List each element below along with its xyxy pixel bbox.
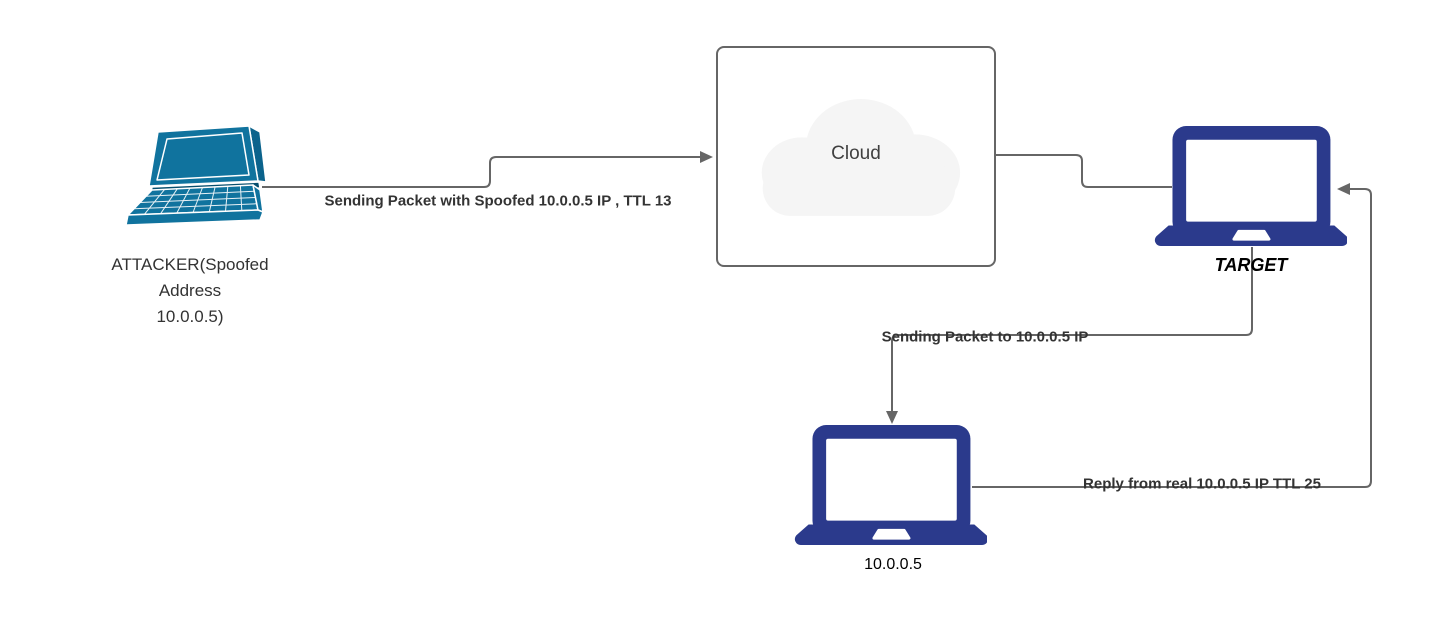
edge-target-to-real-host xyxy=(886,247,1253,424)
attacker-label-line3: 10.0.0.5) xyxy=(156,307,224,326)
edge-cloud-to-target xyxy=(996,154,1172,188)
attacker-label-line1: ATTACKER(Spoofed xyxy=(111,255,269,274)
edge-label-spoofed-packet: Sending Packet with Spoofed 10.0.0.5 IP … xyxy=(324,192,672,210)
real-host-label: 10.0.0.5 xyxy=(864,556,922,573)
real-host-laptop-front-icon xyxy=(792,424,987,546)
cloud-label: Cloud xyxy=(831,143,881,164)
target-laptop-front-icon xyxy=(1152,125,1347,247)
attacker-laptop-perspective-icon xyxy=(125,125,267,226)
edge-real-host-to-target xyxy=(972,183,1372,488)
attacker-label-line2: Address xyxy=(158,281,222,300)
edge-attacker-to-cloud xyxy=(262,151,713,188)
arrowhead-down-icon xyxy=(886,411,898,424)
attacker-label: ATTACKER(Spoofed Address 10.0.0.5) xyxy=(111,252,268,330)
arrowhead-right-icon xyxy=(700,151,713,163)
target-label: TARGET xyxy=(1214,255,1288,275)
edge-label-reply: Reply from real 10.0.0.5 IP TTL 25 xyxy=(1083,475,1321,493)
edge-label-sending-to-real: Sending Packet to 10.0.0.5 IP xyxy=(881,328,1089,346)
cloud-icon xyxy=(761,99,961,216)
keyboard-grid xyxy=(133,185,257,215)
arrowhead-left-icon xyxy=(1337,183,1350,195)
cloud-node: Cloud xyxy=(716,46,996,267)
